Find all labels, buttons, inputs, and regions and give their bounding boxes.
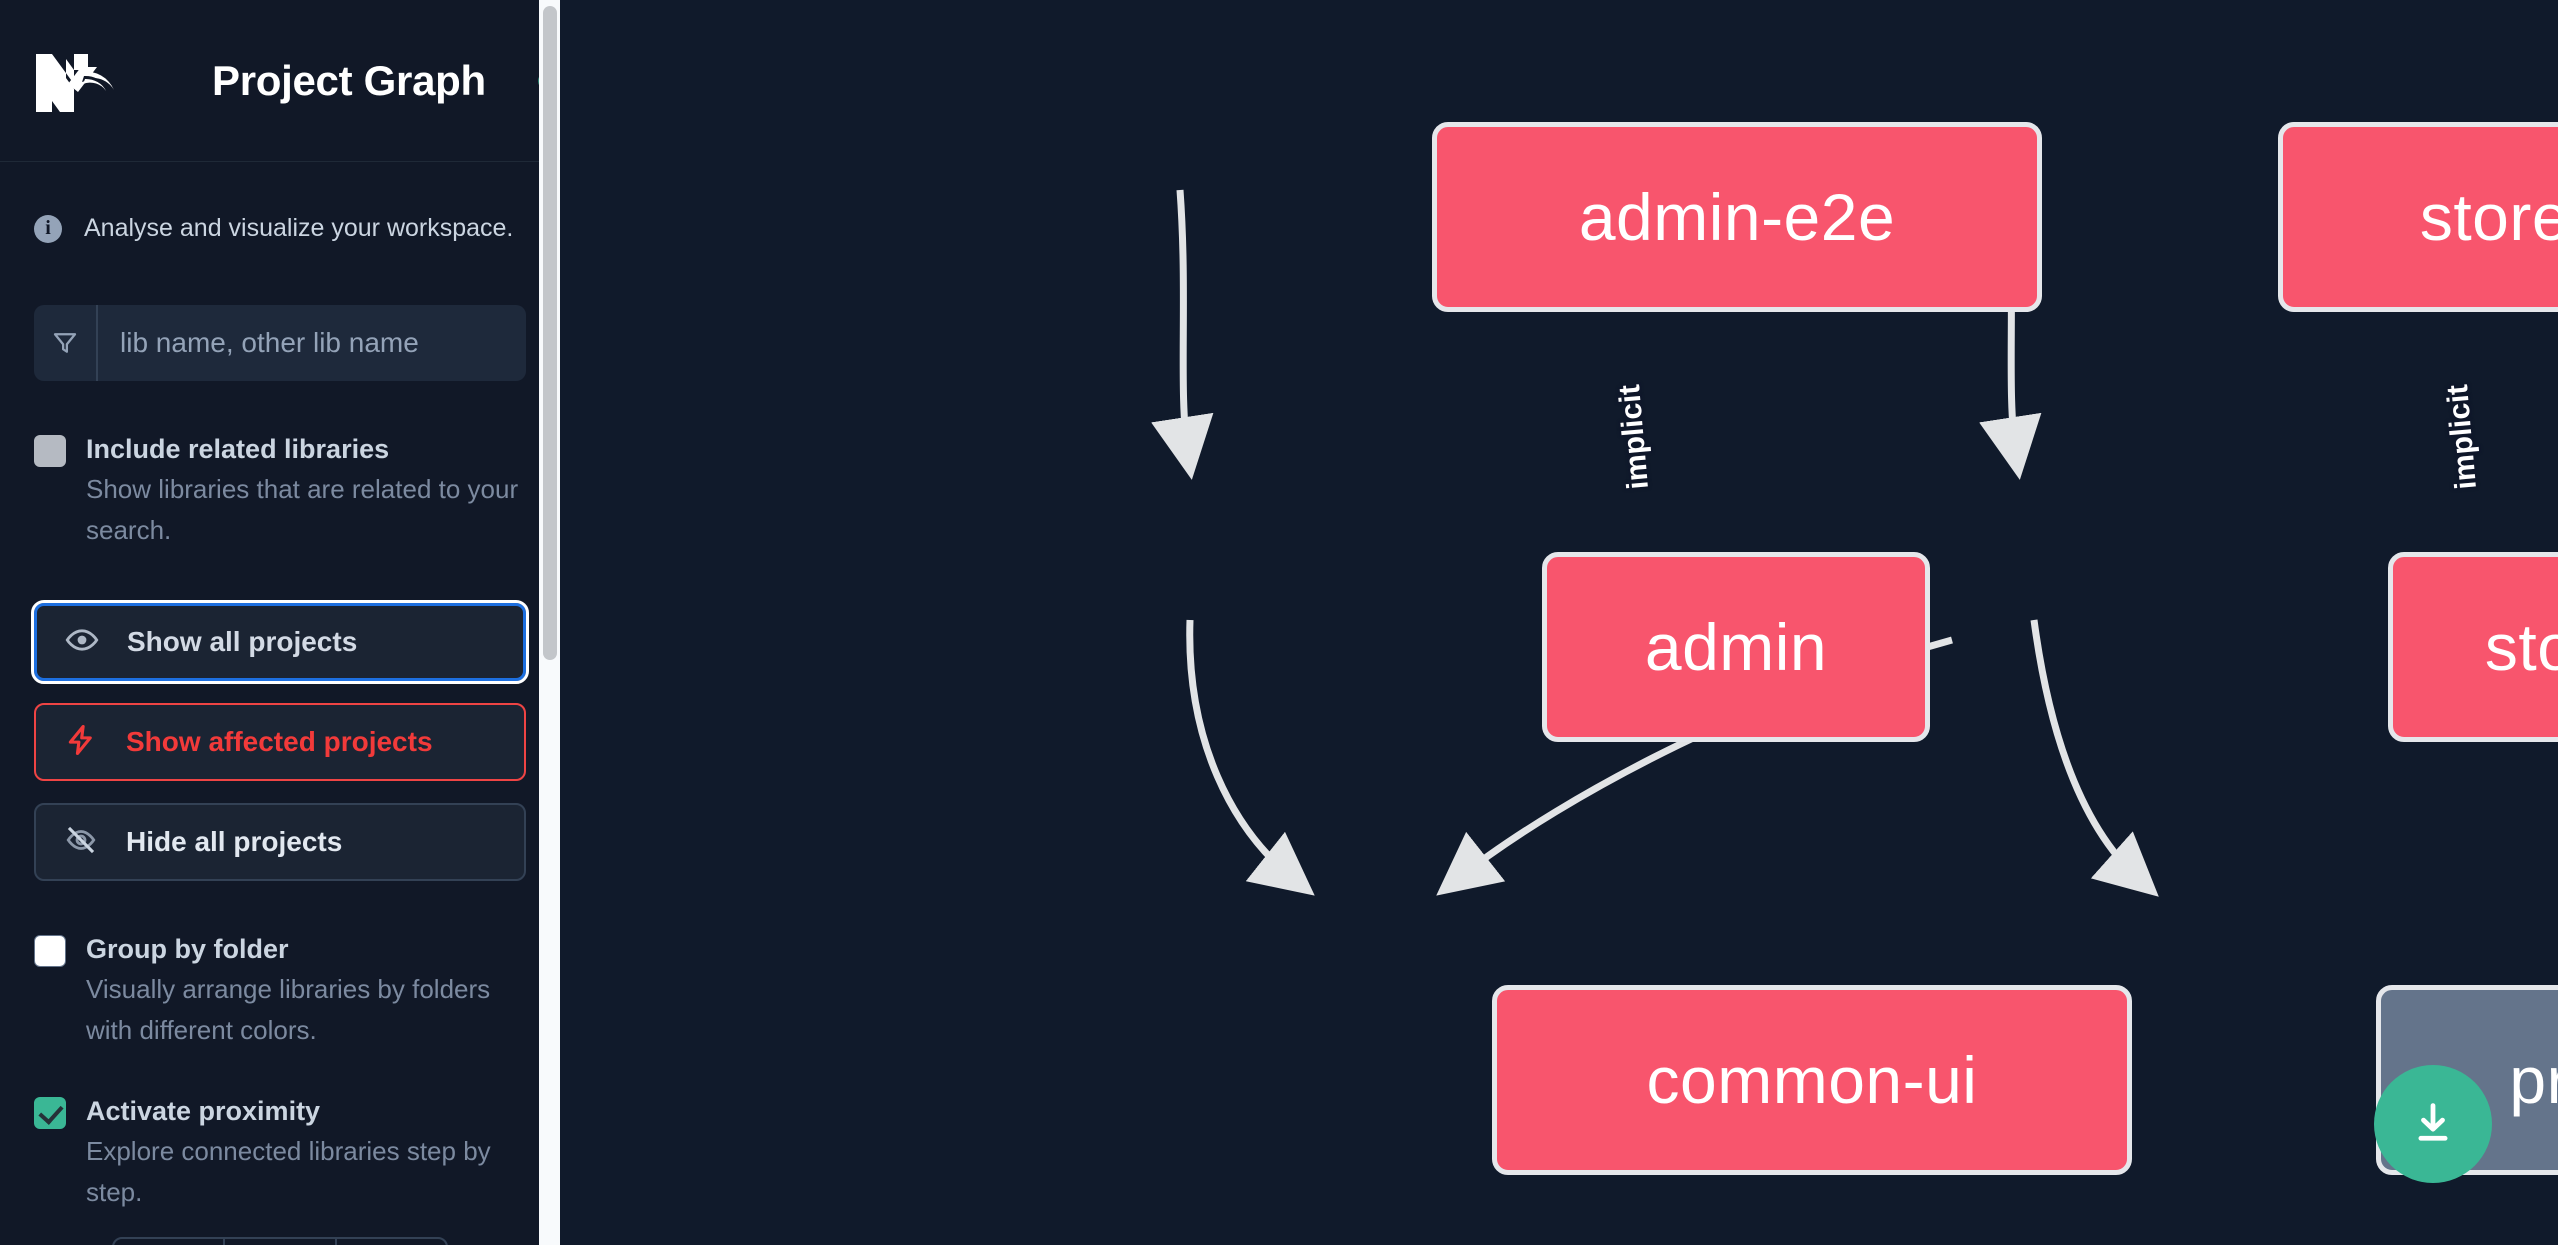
node-label: products [2509, 1043, 2558, 1117]
search-input[interactable] [98, 305, 526, 381]
node-label: store-e2e [2419, 180, 2558, 254]
button-label: Show all projects [127, 626, 358, 657]
sidebar-header: Project Graph [0, 0, 560, 162]
show-all-projects-button[interactable]: Show all projects [31, 600, 529, 684]
download-icon [2418, 1103, 2448, 1141]
graph-node-common-ui[interactable]: common-ui [1492, 985, 2132, 1175]
checkbox-activate-proximity[interactable] [34, 1097, 66, 1129]
graph-node-admin-e2e[interactable]: admin-e2e [1432, 122, 2042, 312]
edge-admin-to-common-ui [1186, 619, 1315, 896]
option-description: Show libraries that are related to your … [86, 474, 519, 545]
show-affected-projects-button[interactable]: Show affected projects [34, 703, 526, 781]
option-label: Activate proximity [86, 1096, 321, 1126]
page-title: Project Graph [212, 56, 486, 104]
option-include-related-libraries[interactable]: Include related libraries Show libraries… [0, 429, 560, 551]
option-activate-proximity[interactable]: Activate proximity Explore connected lib… [0, 1091, 560, 1213]
node-label: common-ui [1646, 1043, 1978, 1117]
button-label: Show affected projects [126, 726, 433, 757]
node-label: store [2484, 610, 2558, 684]
graph-node-store[interactable]: store [2388, 552, 2558, 742]
hide-all-projects-button[interactable]: Hide all projects [34, 803, 526, 881]
download-button[interactable] [2374, 1065, 2492, 1183]
node-label: admin [1644, 610, 1828, 684]
search-field[interactable] [34, 305, 526, 381]
visibility-button-group: Show all projects Show affected projects [31, 600, 529, 881]
option-description: Explore connected libraries step by step… [86, 1136, 491, 1207]
info-icon: i [34, 214, 62, 243]
sidebar-scrollbar-thumb[interactable] [543, 6, 557, 660]
graph-canvas[interactable]: admin-e2e store-e2e admin store common-u… [560, 0, 2558, 1245]
edge-admin-e2e-to-admin [1151, 189, 1214, 480]
lightning-icon [64, 723, 98, 762]
edge-store-to-products [2030, 619, 2159, 897]
sidebar: Project Graph i Analyse and visualize yo… [0, 0, 560, 1245]
eye-icon [65, 623, 99, 662]
option-description: Visually arrange libraries by folders wi… [86, 974, 491, 1045]
node-label: admin-e2e [1578, 180, 1896, 254]
filter-icon [34, 305, 98, 381]
proximity-stepper-decrease[interactable] [114, 1239, 226, 1245]
sidebar-tagline: i Analyse and visualize your workspace. [0, 162, 560, 243]
checkbox-include-related-libraries[interactable] [34, 435, 66, 467]
button-label: Hide all projects [126, 826, 343, 857]
proximity-stepper-increase[interactable] [337, 1239, 446, 1245]
option-label: Include related libraries [86, 434, 390, 464]
nx-logo-icon [34, 50, 134, 112]
sidebar-scrollbar[interactable] [539, 0, 560, 1245]
checkbox-group-by-folder[interactable] [34, 935, 66, 967]
option-group-by-folder[interactable]: Group by folder Visually arrange librari… [0, 929, 560, 1051]
option-label: Group by folder [86, 934, 289, 964]
tagline-text: Analyse and visualize your workspace. [84, 214, 514, 242]
proximity-stepper-group[interactable] [112, 1237, 448, 1245]
graph-node-store-e2e[interactable]: store-e2e [2278, 122, 2558, 312]
proximity-stepper-value [225, 1239, 337, 1245]
graph-node-admin[interactable]: admin [1542, 552, 1930, 742]
eye-off-icon [64, 823, 98, 862]
